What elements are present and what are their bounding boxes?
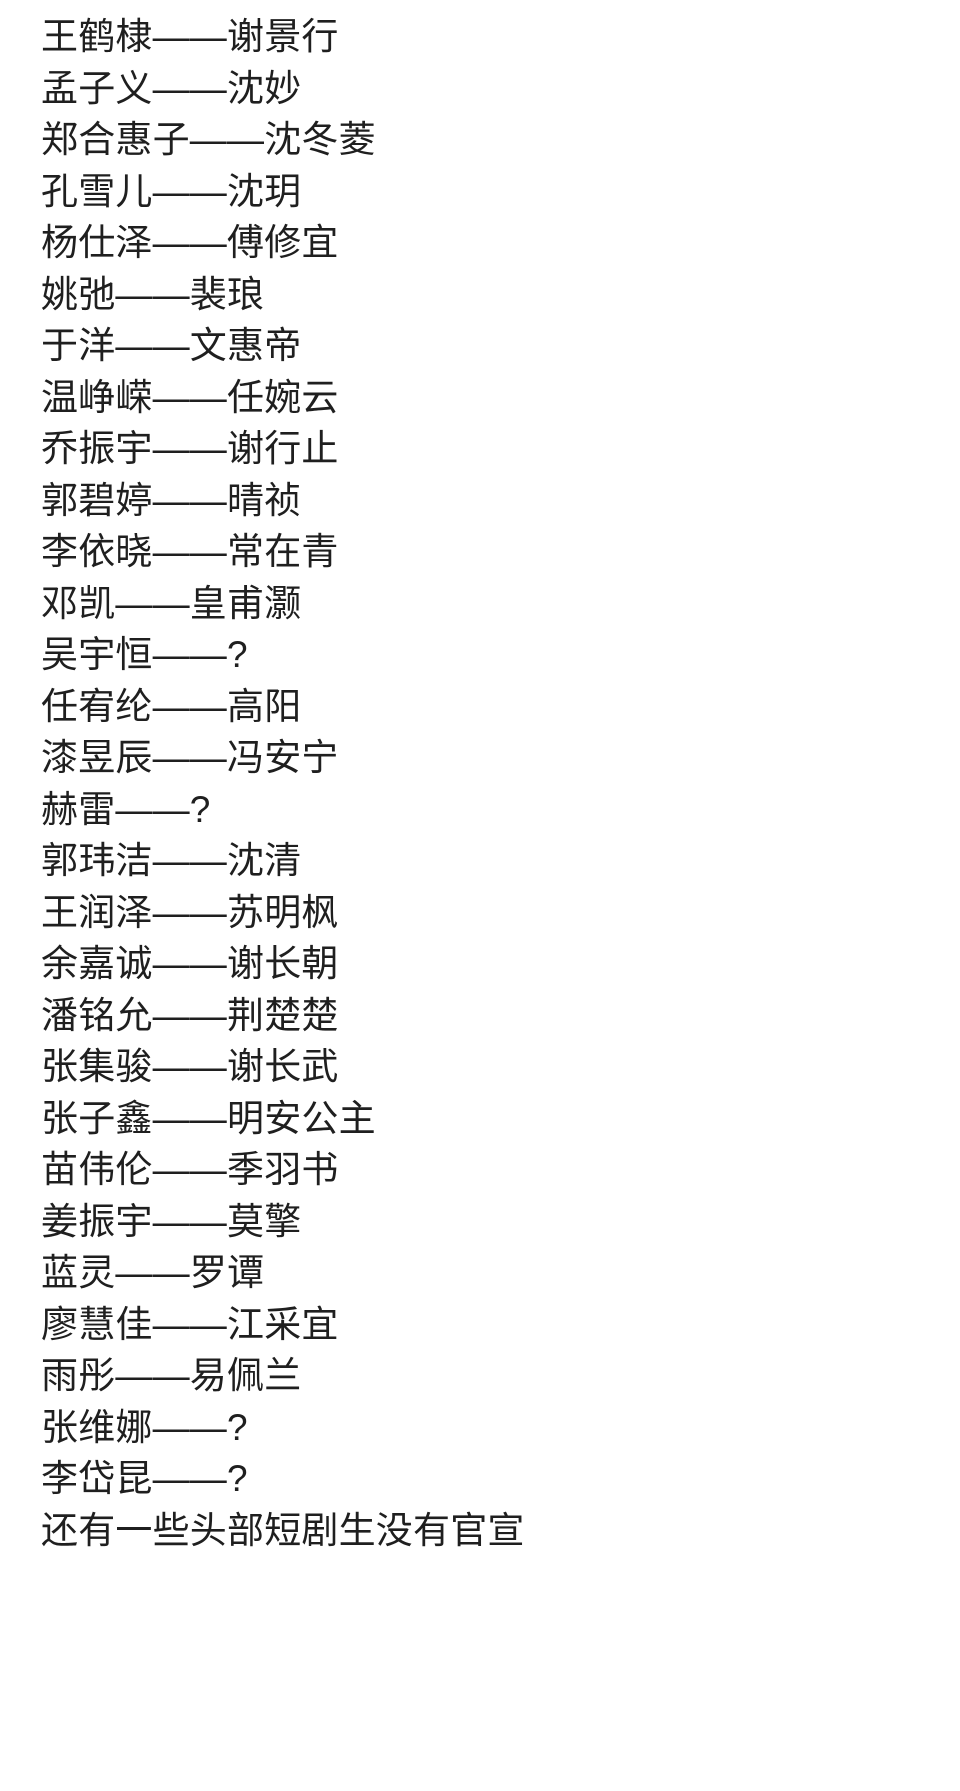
cast-list-item: 李岱昆——?: [41, 1458, 248, 1499]
cast-list-item: 杨仕泽——傅修宜: [41, 222, 339, 263]
cast-list-item: 张集骏——谢长武: [41, 1046, 339, 1087]
cast-list-item: 漆昱辰——冯安宁: [41, 737, 339, 778]
cast-list-item: 雨彤——易佩兰: [41, 1355, 302, 1396]
cast-list-item: 孟子义——沈妙: [41, 67, 302, 109]
cast-list-item: 于洋——文惠帝: [41, 325, 302, 366]
cast-list-item: 乔振宇——谢行止: [41, 428, 339, 469]
cast-list-item: 郭玮洁——沈清: [41, 840, 302, 881]
cast-list-item: 邓凯——皇甫灏: [41, 582, 302, 624]
cast-list-item: 潘铭允——荆楚楚: [41, 994, 339, 1036]
cast-list-item: 郑合惠子——沈冬菱: [41, 119, 376, 160]
cast-list-item: 姚弛——裴琅: [41, 273, 265, 315]
cast-list-item: 蓝灵——罗谭: [41, 1252, 265, 1293]
cast-list-footer-note: 还有一些头部短剧生没有官宣: [41, 1509, 525, 1551]
cast-list-item: 郭碧婷——晴祯: [41, 479, 302, 521]
cast-list: 王鹤棣——谢景行孟子义——沈妙郑合惠子——沈冬菱孔雪儿——沈玥杨仕泽——傅修宜姚…: [0, 11, 960, 1556]
cast-list-item: 赫雷——?: [41, 788, 211, 830]
cast-list-item: 王鹤棣——谢景行: [41, 16, 339, 57]
cast-list-item: 李依晓——常在青: [41, 531, 339, 572]
cast-list-item: 温峥嵘——任婉云: [41, 376, 339, 418]
cast-list-item: 任宥纶——高阳: [41, 685, 302, 727]
cast-list-item: 吴宇恒——?: [41, 634, 248, 675]
cast-list-item: 张子鑫——明安公主: [41, 1097, 376, 1139]
cast-list-item: 姜振宇——莫擎: [41, 1200, 302, 1242]
cast-list-item: 张维娜——?: [41, 1406, 248, 1448]
cast-list-item: 苗伟伦——季羽书: [41, 1149, 339, 1190]
cast-list-item: 孔雪儿——沈玥: [41, 170, 302, 212]
cast-list-item: 廖慧佳——江采宜: [41, 1303, 339, 1345]
cast-list-item: 余嘉诚——谢长朝: [41, 943, 339, 984]
cast-list-item: 王润泽——苏明枫: [41, 891, 339, 933]
